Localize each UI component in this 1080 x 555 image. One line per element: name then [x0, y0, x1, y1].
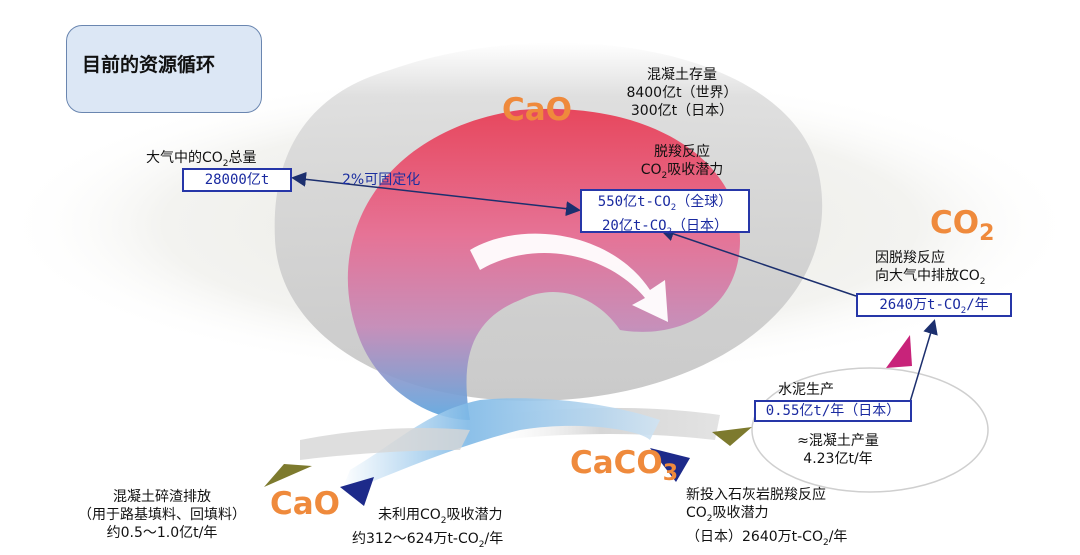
co2-sub: 2	[979, 221, 995, 247]
navy-triangle-cao	[340, 477, 374, 506]
co2-main: CO	[930, 205, 980, 241]
decarb-absorb-box: 550亿t-CO2（全球） 20亿t-CO2（日本）	[580, 189, 750, 237]
olive-triangle-right	[712, 427, 752, 446]
cement-label: 水泥生产	[778, 382, 834, 398]
concrete-stock-title: 混凝土存量	[647, 67, 717, 83]
page-title: 目前的资源循环	[82, 54, 216, 76]
grey-ribbon-left	[300, 428, 470, 460]
caco3-main: CaCO	[570, 445, 663, 481]
fixation-label: 2%可固定化	[342, 172, 421, 188]
concrete-stock-japan: 300亿t（日本）	[630, 103, 734, 119]
emission-value-box: 2640万t-CO2/年	[856, 293, 1012, 317]
title-box	[66, 25, 262, 113]
cao-top-label: CaO	[502, 92, 573, 128]
caco3-sub: 3	[662, 461, 679, 487]
limestone-text: 新投入石灰岩脱羧反应 CO2吸收潜力 （日本）2640万t-CO2/年	[686, 487, 848, 548]
atmosphere-value-box: 28000亿t	[182, 168, 292, 192]
emission-arrow	[659, 226, 857, 297]
fixation-arrow	[291, 171, 581, 217]
cement-to-emission-arrow	[909, 319, 938, 403]
concrete-stock-world: 8400亿t（世界）	[626, 85, 738, 101]
olive-triangle-left	[264, 464, 312, 487]
concrete-stock-text: 混凝土存量 8400亿t（世界） 300亿t（日本）	[612, 66, 752, 120]
emission-text: 因脱羧反应 向大气中排放CO2	[875, 250, 986, 287]
cao-bottom-label: CaO	[270, 486, 341, 522]
caco3-label: CaCO3	[570, 445, 678, 486]
unused-text: 未利用CO2吸收潜力 约312～624万t-CO2/年	[352, 507, 504, 550]
cement-ellipse	[751, 367, 989, 493]
magenta-triangle	[886, 335, 912, 368]
blue-ribbon-bottom	[340, 398, 660, 495]
navy-triangle-caco3	[650, 448, 690, 482]
rubble-text: 混凝土碎渣排放 （用于路基填料、回填料） 约0.5～1.0亿t/年	[78, 489, 246, 541]
co2-label: CO2	[930, 205, 994, 246]
inner-white-arrow	[470, 233, 668, 322]
decarb-absorb-text: 脱羧反应 CO2吸收潜力	[640, 144, 724, 181]
concrete-output-text: ≈混凝土产量 4.23亿t/年	[797, 433, 879, 467]
atmosphere-label: 大气中的CO2总量	[146, 150, 257, 169]
cement-value-box: 0.55亿t/年（日本）	[754, 400, 912, 422]
